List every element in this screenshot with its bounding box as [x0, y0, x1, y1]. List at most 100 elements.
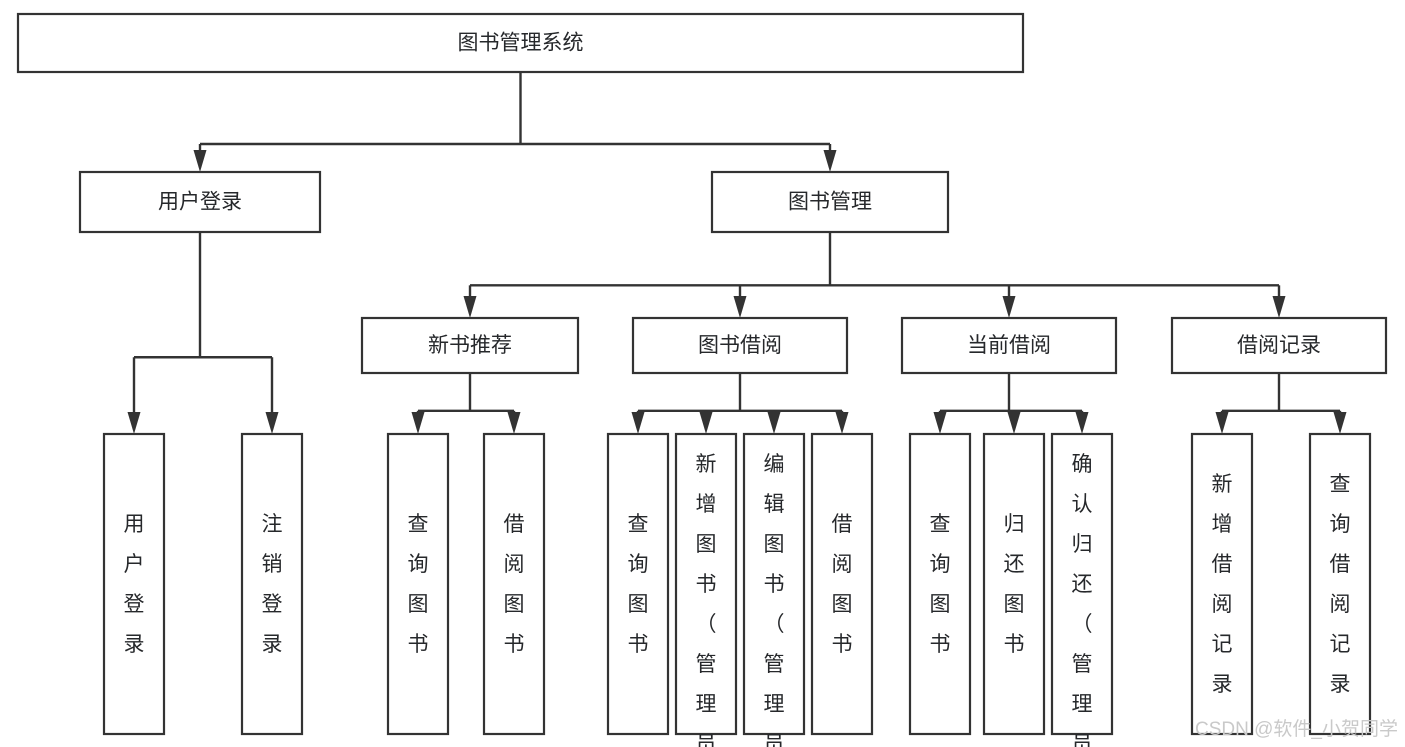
node-box-leaf-return-book[interactable] [982, 432, 1046, 736]
svg-text:阅: 阅 [832, 553, 853, 576]
svg-text:（: （ [764, 613, 785, 636]
node-label-book-manage: 图书管理 [788, 191, 872, 214]
arrow-head-icon [507, 412, 521, 434]
node-label-root: 图书管理系统 [458, 32, 584, 55]
svg-text:新: 新 [1212, 473, 1233, 496]
svg-text:管: 管 [1072, 653, 1093, 676]
node-label-borrow-record: 借阅记录 [1237, 334, 1321, 357]
svg-text:书: 书 [504, 633, 525, 656]
svg-text:书: 书 [764, 573, 785, 596]
node-box-leaf-query-record[interactable] [1308, 432, 1372, 736]
node-root[interactable]: 图书管理系统 [16, 12, 1025, 74]
node-box-root[interactable] [16, 12, 1025, 74]
svg-text:借: 借 [1330, 553, 1351, 576]
svg-text:书: 书 [628, 633, 649, 656]
svg-text:借: 借 [504, 513, 525, 536]
svg-text:增: 增 [696, 493, 717, 516]
node-box-leaf-query-book-3[interactable] [908, 432, 972, 736]
node-box-book-manage[interactable] [710, 170, 950, 234]
node-book-manage[interactable]: 图书管理 [710, 170, 950, 234]
svg-text:查: 查 [628, 513, 649, 536]
svg-text:员: 员 [764, 733, 785, 747]
arrow-head-icon [933, 412, 947, 434]
svg-text:询: 询 [930, 553, 951, 576]
node-current-borrow[interactable]: 当前借阅 [900, 316, 1118, 375]
svg-text:图: 图 [504, 593, 525, 616]
svg-text:员: 员 [696, 733, 717, 747]
connector-group [193, 72, 837, 172]
svg-text:辑: 辑 [764, 493, 785, 516]
svg-text:管: 管 [696, 653, 717, 676]
node-box-leaf-query-book-1[interactable] [386, 432, 450, 736]
svg-text:归: 归 [1072, 533, 1093, 556]
svg-text:员: 员 [1072, 733, 1093, 747]
node-box-borrow-record[interactable] [1170, 316, 1388, 375]
svg-text:询: 询 [628, 553, 649, 576]
svg-text:新: 新 [696, 453, 717, 476]
connector-group [127, 232, 279, 434]
node-box-leaf-borrow-book-1[interactable] [482, 432, 546, 736]
node-label-book-borrow: 图书借阅 [698, 334, 782, 357]
svg-text:登: 登 [124, 593, 145, 616]
svg-text:销: 销 [262, 553, 283, 576]
node-label-leaf-user-login: 用户登录 [124, 513, 145, 656]
node-box-leaf-add-book[interactable] [674, 432, 738, 736]
node-box-user-login[interactable] [78, 170, 322, 234]
node-user-login[interactable]: 用户登录 [78, 170, 322, 234]
svg-text:书: 书 [832, 633, 853, 656]
node-box-leaf-user-login[interactable] [102, 432, 166, 736]
node-label-current-borrow: 当前借阅 [967, 334, 1051, 357]
node-leaf-user-login[interactable]: 用户登录 [102, 432, 166, 736]
svg-text:图: 图 [408, 593, 429, 616]
node-new-book-recommend[interactable]: 新书推荐 [360, 316, 580, 375]
svg-text:录: 录 [262, 633, 283, 656]
node-box-leaf-add-record[interactable] [1190, 432, 1254, 736]
svg-text:（: （ [1072, 613, 1093, 636]
node-box-leaf-query-book-2[interactable] [606, 432, 670, 736]
node-box-leaf-user-logout[interactable] [240, 432, 304, 736]
node-box-leaf-borrow-book-2[interactable] [810, 432, 874, 736]
connector-group [1215, 373, 1347, 434]
node-book-borrow[interactable]: 图书借阅 [631, 316, 849, 375]
node-borrow-record[interactable]: 借阅记录 [1170, 316, 1388, 375]
svg-text:户: 户 [124, 553, 145, 576]
svg-text:图: 图 [628, 593, 649, 616]
node-label-user-login: 用户登录 [158, 191, 242, 214]
node-box-new-book-recommend[interactable] [360, 316, 580, 375]
connector-group [463, 232, 1286, 318]
node-box-leaf-edit-book[interactable] [742, 432, 806, 736]
node-box-leaf-confirm-return[interactable] [1050, 432, 1114, 736]
node-box-book-borrow[interactable] [631, 316, 849, 375]
svg-text:确: 确 [1072, 453, 1093, 476]
arrow-head-icon [1007, 412, 1021, 434]
arrow-head-icon [463, 296, 477, 318]
arrow-head-icon [193, 150, 207, 172]
svg-text:还: 还 [1004, 553, 1025, 576]
svg-text:用: 用 [124, 513, 145, 536]
svg-text:管: 管 [764, 653, 785, 676]
csdn-watermark: CSDN @软件_小贺同学 [1195, 718, 1398, 740]
connector-group [411, 373, 521, 434]
svg-text:理: 理 [764, 693, 785, 716]
node-box-current-borrow[interactable] [900, 316, 1118, 375]
svg-text:询: 询 [408, 553, 429, 576]
svg-text:图: 图 [696, 533, 717, 556]
